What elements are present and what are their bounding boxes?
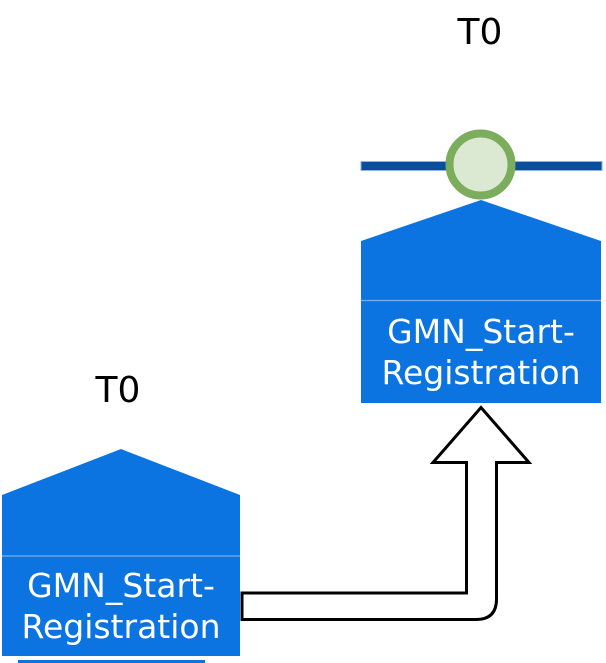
cropped-node-edge [18, 660, 205, 663]
node-right-shape[interactable] [361, 200, 601, 403]
node-left-label-line2: Registration [21, 607, 221, 646]
milestone-circle-icon[interactable] [445, 129, 516, 200]
time-label-right: T0 [457, 12, 503, 53]
node-left-shape[interactable] [2, 449, 240, 656]
node-right-label: GMN_Start- Registration [361, 301, 601, 403]
time-label-left: T0 [95, 370, 141, 411]
node-left-label-line1: GMN_Start- [27, 566, 215, 605]
node-left-label: GMN_Start- Registration [2, 556, 240, 656]
node-right-label-line2: Registration [381, 353, 581, 392]
node-right-label-line1: GMN_Start- [387, 312, 575, 351]
connector-arrow[interactable] [240, 405, 533, 621]
